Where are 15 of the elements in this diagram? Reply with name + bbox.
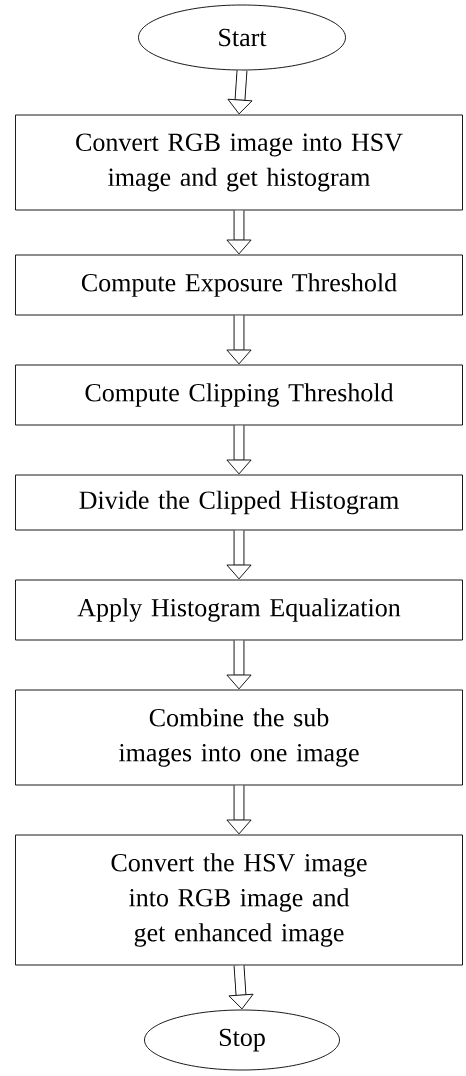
- process-box: Compute Exposure Threshold: [15, 254, 463, 316]
- process-box: Convert the HSV image into RGB image and get enhanced image: [15, 834, 463, 966]
- hollow-arrow: [228, 965, 254, 1010]
- process-box: Combine the sub images into one image: [15, 689, 463, 786]
- process-box: Compute Clipping Threshold: [15, 364, 463, 426]
- process-box: Apply Histogram Equalization: [15, 579, 463, 641]
- process-box: Convert RGB image into HSV image and get histogram: [15, 114, 463, 211]
- process-box: Divide the Clipped Histogram: [15, 474, 463, 531]
- hollow-arrow: [226, 530, 252, 580]
- hollow-arrow: [226, 640, 252, 690]
- hollow-arrow: [226, 210, 252, 255]
- hollow-arrow: [227, 70, 253, 115]
- hollow-arrow: [226, 315, 252, 365]
- hollow-arrow: [226, 785, 252, 835]
- hollow-arrow: [226, 425, 252, 475]
